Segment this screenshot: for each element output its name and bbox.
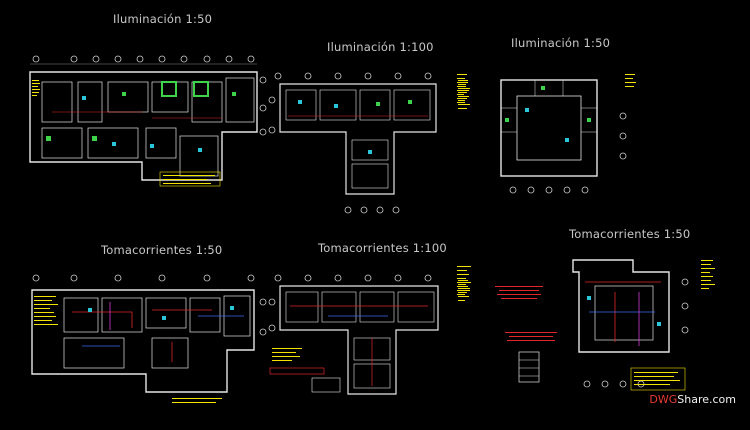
plan-tomacorrientes-1-50-left[interactable] [22, 272, 267, 412]
title-tomacorrientes-1-100: Tomacorrientes 1:100 [318, 241, 447, 255]
dwgshare-watermark: DWGShare.com [649, 393, 736, 406]
watermark-suffix: Share.com [677, 393, 736, 406]
plan-iluminacion-1-50-right[interactable] [455, 68, 645, 198]
plan-iluminacion-1-50-left[interactable] [22, 52, 267, 192]
plan-iluminacion-1-100[interactable] [268, 70, 478, 215]
title-iluminacion-1-50-right: Iluminación 1:50 [511, 36, 611, 50]
plan-tomacorrientes-1-50-right[interactable] [455, 252, 745, 402]
title-tomacorrientes-1-50-left: Tomacorrientes 1:50 [101, 243, 223, 257]
title-iluminacion-1-50-left: Iluminación 1:50 [113, 12, 213, 26]
watermark-prefix: DWG [649, 393, 678, 406]
plan-tomacorrientes-1-100[interactable] [268, 272, 478, 412]
title-tomacorrientes-1-50-right: Tomacorrientes 1:50 [569, 227, 691, 241]
title-iluminacion-1-100: Iluminación 1:100 [327, 40, 434, 54]
